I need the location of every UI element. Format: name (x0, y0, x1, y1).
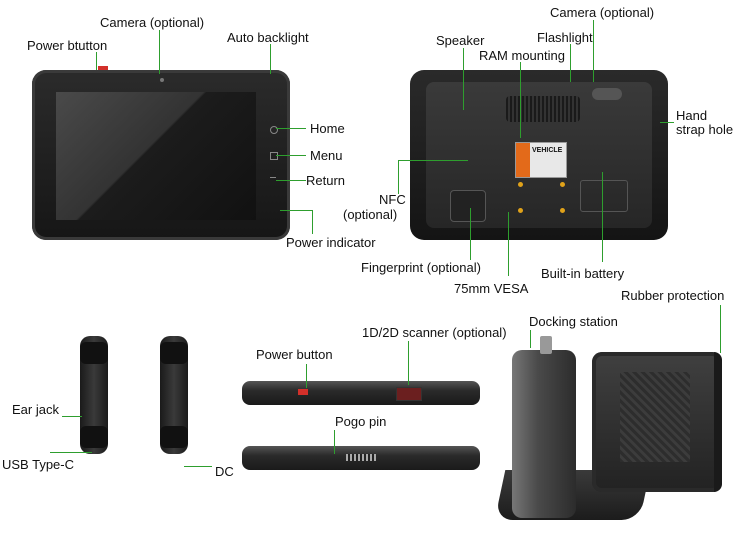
leader-line (660, 122, 674, 123)
tablet-left-side (80, 336, 108, 454)
leader-line (159, 30, 160, 74)
leader-line (280, 210, 312, 211)
label-fingerprint: Fingerprint (optional) (361, 260, 481, 275)
label-power-button: Power button (256, 347, 333, 362)
tablet-front-view (32, 66, 290, 240)
leader-line (62, 416, 82, 417)
leader-line (276, 180, 306, 181)
label-hand-strap-hole: Hand strap hole (676, 108, 734, 137)
leader-line (96, 52, 97, 70)
label-pogo-pin: Pogo pin (335, 414, 387, 429)
rubber-bumper (714, 352, 722, 492)
menu-key-icon (270, 152, 278, 160)
leader-line (463, 48, 464, 110)
leader-line (602, 172, 603, 262)
tablet-screen (56, 92, 256, 220)
label-home: Home (310, 121, 345, 136)
leader-line (520, 62, 521, 138)
leader-line (270, 44, 271, 74)
label-ear-jack: Ear jack (12, 402, 59, 417)
leader-line (312, 210, 313, 234)
label-scanner: 1D/2D scanner (optional) (362, 325, 507, 340)
label-flashlight: Flashlight (537, 30, 593, 45)
tablet-top-edge (242, 381, 480, 405)
vesa-dot (518, 208, 523, 213)
leader-line (508, 212, 509, 276)
docking-station (512, 350, 576, 518)
label-usb-type-c: USB Type-C (2, 457, 75, 472)
label-power-btutton: Power btutton (27, 38, 108, 53)
ram-mount-grille (506, 96, 580, 122)
battery-cover (580, 180, 628, 212)
vesa-dot (518, 182, 523, 187)
leader-line (50, 452, 92, 453)
leader-line (306, 364, 307, 388)
leader-line (334, 430, 335, 454)
leader-line (398, 160, 399, 194)
leader-line (470, 208, 471, 260)
fingerprint-sensor (450, 190, 486, 222)
label-docking-station: Docking station (529, 314, 618, 329)
label-nfc: NFC (379, 192, 406, 207)
label-vesa: 75mm VESA (454, 281, 529, 296)
label-power-indicator: Power indicator (286, 235, 376, 250)
back-sticker: VEHICLE (515, 142, 567, 178)
leader-line (720, 305, 721, 353)
vesa-dot (560, 208, 565, 213)
leader-line (398, 160, 468, 161)
back-camera-flash (592, 88, 622, 100)
tablet-bottom-edge (242, 446, 480, 470)
sticker-text: VEHICLE (532, 147, 563, 154)
leader-line (530, 330, 531, 348)
label-battery: Built-in battery (541, 266, 625, 281)
label-camera-front: Camera (optional) (100, 15, 205, 30)
leader-line (593, 20, 594, 82)
scanner-window (396, 387, 422, 401)
leader-line (184, 466, 212, 467)
tablet-right-side (160, 336, 188, 454)
label-return: Return (306, 173, 346, 188)
return-key-icon (270, 177, 276, 182)
leader-line (276, 155, 306, 156)
leader-line (276, 128, 306, 129)
tablet-back-view: VEHICLE (410, 70, 668, 240)
tablet-rear-in-dock (592, 352, 722, 492)
front-camera-lens (160, 78, 164, 82)
label-auto-backlight: Auto backlight (227, 30, 309, 45)
leader-line (570, 44, 571, 82)
vesa-dot (560, 182, 565, 187)
home-key-icon (270, 126, 278, 134)
power-button-key (298, 389, 308, 395)
pogo-pin-connector (346, 454, 376, 461)
label-nfc-optional: (optional) (343, 207, 398, 222)
label-speaker: Speaker (436, 33, 485, 48)
label-dc: DC (215, 464, 234, 479)
label-camera-back: Camera (optional) (550, 5, 655, 20)
docking-station-latch (540, 336, 552, 354)
label-menu: Menu (310, 148, 343, 163)
leader-line (408, 341, 409, 385)
label-rubber-protection: Rubber protection (621, 288, 725, 303)
label-ram-mounting: RAM mounting (479, 48, 565, 63)
power-key (98, 66, 108, 70)
